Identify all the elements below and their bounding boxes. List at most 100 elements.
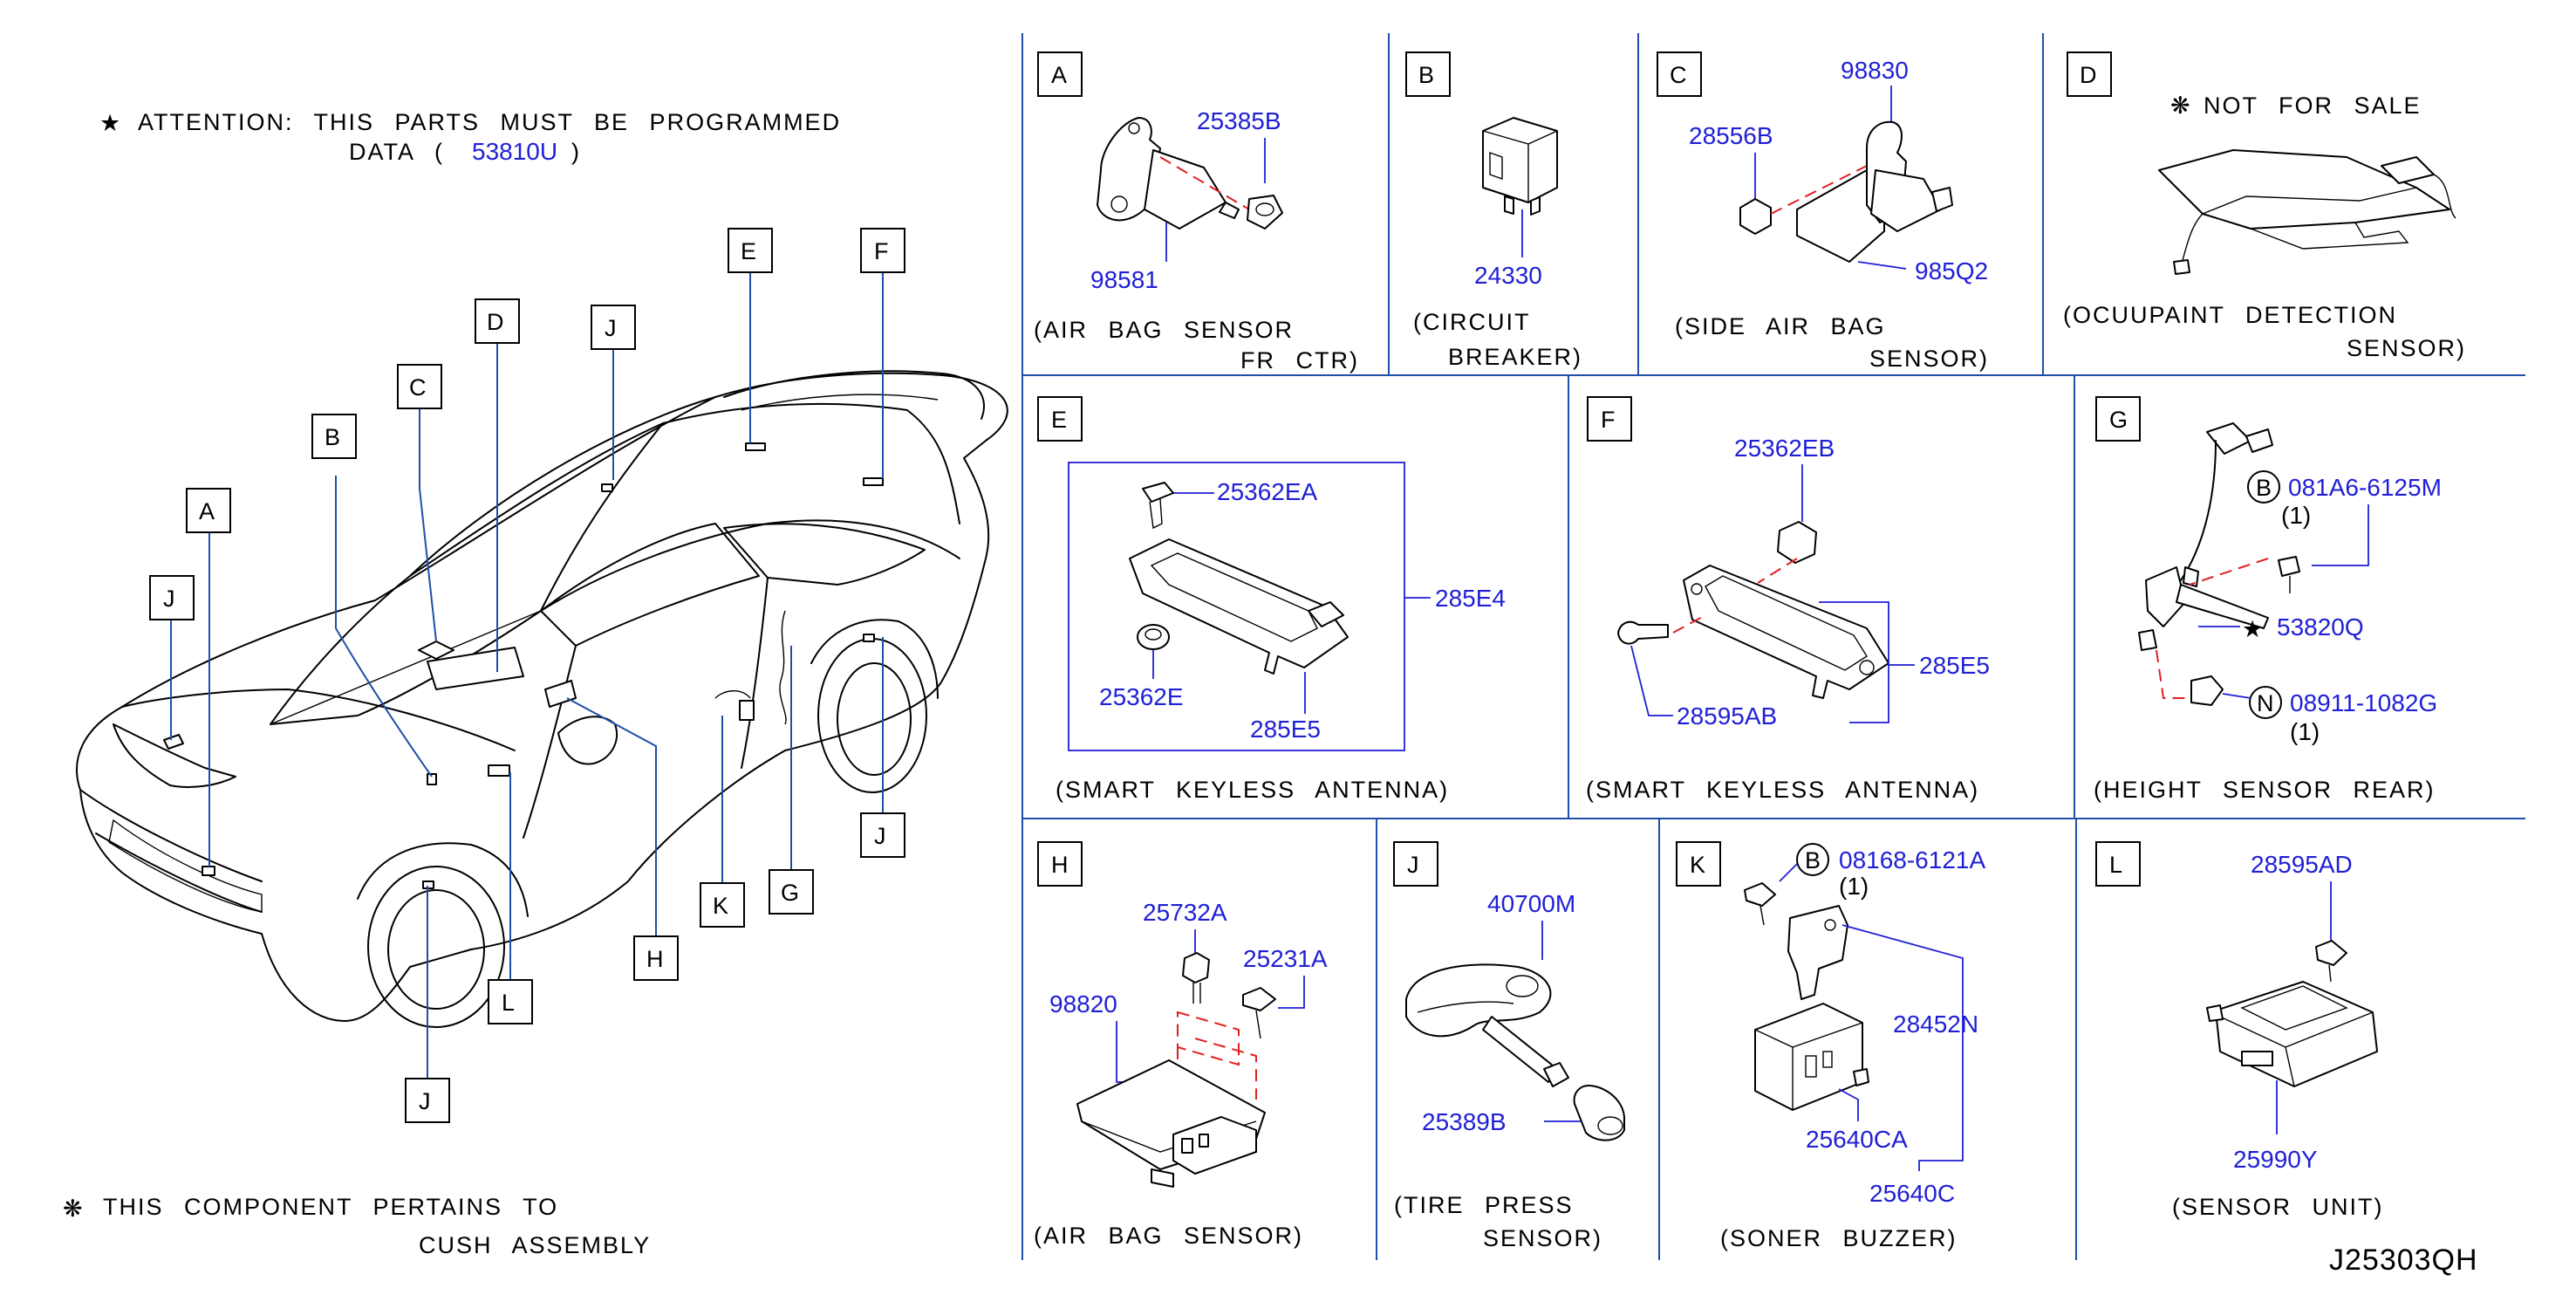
panel-B: B 24330 (CIRCUIT BREAKER)	[1405, 51, 1581, 370]
qty-08168: (1)	[1839, 873, 1869, 900]
circle-B-icon	[2247, 470, 2280, 504]
panel-A-caption2: FR CTR)	[1240, 347, 1359, 373]
panel-B-letter: B	[1418, 62, 1434, 88]
attention-line2-prefix: DATA (	[349, 139, 444, 165]
callout-B[interactable]: B	[311, 414, 357, 459]
part-28556B[interactable]: 28556B	[1689, 122, 1773, 149]
panel-G: G B 081A6-6125M (1) ★ 53820Q N 08911-108…	[2094, 396, 2442, 803]
part-25732A[interactable]: 25732A	[1143, 899, 1227, 926]
car-illustration	[76, 370, 1008, 1028]
svg-text:G: G	[781, 880, 799, 906]
panel-F-caption1: (SMART KEYLESS ANTENNA)	[1586, 777, 1979, 803]
panel-H: H 25732A 25231A 98820 (AIR BAG SENSOR)	[1034, 841, 1328, 1249]
part-98581[interactable]: 98581	[1090, 266, 1158, 293]
panel-J-letter: J	[1407, 852, 1419, 878]
panel-F-letter: F	[1601, 407, 1616, 433]
part-24330[interactable]: 24330	[1474, 262, 1542, 289]
part-08911-1082G[interactable]: 08911-1082G	[2290, 689, 2437, 716]
callout-D[interactable]: D	[475, 298, 520, 344]
panel-K-letter: K	[1690, 852, 1705, 878]
svg-text:D: D	[487, 309, 504, 335]
panel-A: A 25385B 98581 (AIR BAG SENSOR FR CTR)	[1034, 51, 1359, 373]
panel-H-letter: H	[1051, 852, 1069, 878]
circle-N-icon	[2249, 686, 2282, 719]
svg-text:J: J	[605, 315, 617, 341]
panel-G-caption1: (HEIGHT SENSOR REAR)	[2094, 777, 2436, 803]
part-285E5-F[interactable]: 285E5	[1919, 652, 1990, 679]
drawing-code: J25303QH	[2329, 1244, 2478, 1277]
callout-A[interactable]: A	[186, 488, 231, 533]
panel-K-caption1: (SONER BUZZER)	[1720, 1225, 1958, 1251]
part-081A6-6125M[interactable]: 081A6-6125M	[2288, 474, 2442, 501]
star-icon: ★	[2242, 616, 2263, 642]
qty-08911: (1)	[2290, 718, 2320, 745]
asterisk-icon: ❋	[63, 1196, 83, 1222]
part-25990Y[interactable]: 25990Y	[2233, 1146, 2318, 1173]
part-25385B[interactable]: 25385B	[1197, 107, 1281, 134]
callout-J-wheel[interactable]: J	[405, 1078, 450, 1123]
part-25640C[interactable]: 25640C	[1869, 1180, 1955, 1207]
panel-J-caption2: SENSOR)	[1483, 1225, 1602, 1251]
star-icon: ★	[99, 110, 120, 136]
part-285E5-E[interactable]: 285E5	[1250, 716, 1321, 743]
panel-D-letter: D	[2080, 62, 2097, 88]
qty-081A6: (1)	[2281, 502, 2311, 529]
callout-H[interactable]: H	[633, 935, 679, 981]
part-25389B[interactable]: 25389B	[1422, 1108, 1507, 1135]
svg-text:E: E	[741, 238, 756, 264]
panel-L-caption1: (SENSOR UNIT)	[2172, 1194, 2384, 1220]
svg-text:J: J	[419, 1088, 431, 1114]
svg-text:F: F	[874, 238, 889, 264]
part-53820Q[interactable]: 53820Q	[2277, 613, 2364, 641]
asterisk-icon: ❋	[2170, 92, 2190, 119]
callout-E[interactable]: E	[728, 228, 773, 273]
part-40700M[interactable]: 40700M	[1487, 890, 1575, 917]
part-285E4[interactable]: 285E4	[1435, 585, 1506, 612]
callout-J-front[interactable]: J	[149, 575, 195, 620]
svg-text:B: B	[1805, 847, 1821, 874]
part-08168-6121A[interactable]: 08168-6121A	[1839, 846, 1985, 874]
part-28452N[interactable]: 28452N	[1893, 1011, 1978, 1038]
callout-F[interactable]: F	[860, 228, 905, 273]
callout-L[interactable]: L	[488, 979, 533, 1024]
svg-text:C: C	[409, 374, 427, 401]
panel-grid	[1022, 33, 2525, 1260]
panel-K: K B 08168-6121A (1) 28452N 25640CA 25640…	[1676, 841, 1985, 1251]
svg-text:H: H	[646, 946, 664, 972]
part-985Q2[interactable]: 985Q2	[1915, 257, 1988, 284]
panel-G-letter: G	[2109, 407, 2128, 433]
svg-text:L: L	[502, 990, 515, 1016]
attention-line2-suffix: )	[571, 139, 581, 165]
svg-text:A: A	[199, 498, 215, 524]
car-leader-lines	[170, 272, 884, 1079]
car-callouts: A J B C D J E F J K G H L J	[149, 228, 905, 1123]
part-25362EA[interactable]: 25362EA	[1217, 478, 1318, 505]
component-note: ❋ THIS COMPONENT PERTAINS TO CUSH ASSEMB…	[63, 1194, 649, 1258]
callout-C[interactable]: C	[397, 364, 442, 409]
panel-D-note: NOT FOR SALE	[2204, 92, 2422, 119]
callout-K[interactable]: K	[700, 882, 745, 928]
part-25362E[interactable]: 25362E	[1099, 683, 1184, 710]
panel-C-caption1: (SIDE AIR BAG	[1675, 313, 1886, 339]
attention-note: ★ ATTENTION: THIS PARTS MUST BE PROGRAMM…	[99, 109, 841, 165]
panel-D: D ❋ NOT FOR SALE (OCUUPAINT DETECTION SE…	[2063, 51, 2464, 361]
part-98820[interactable]: 98820	[1049, 990, 1117, 1018]
part-25362EB[interactable]: 25362EB	[1734, 435, 1835, 462]
part-28595AB[interactable]: 28595AB	[1677, 702, 1777, 730]
attention-part-number[interactable]: 53810U	[472, 138, 557, 165]
part-25640CA[interactable]: 25640CA	[1806, 1126, 1908, 1153]
part-25231A[interactable]: 25231A	[1243, 945, 1328, 972]
panel-E-caption1: (SMART KEYLESS ANTENNA)	[1056, 777, 1449, 803]
svg-text:N: N	[2257, 690, 2274, 716]
svg-text:K: K	[713, 893, 728, 919]
callout-J-roof[interactable]: J	[591, 305, 636, 350]
callout-J-rear[interactable]: J	[860, 812, 905, 858]
panel-D-caption1: (OCUUPAINT DETECTION	[2063, 302, 2397, 328]
panel-L: L 28595AD 25990Y (SENSOR UNIT)	[2095, 841, 2384, 1220]
part-98830[interactable]: 98830	[1841, 57, 1909, 84]
panel-H-caption1: (AIR BAG SENSOR)	[1034, 1223, 1303, 1249]
callout-G[interactable]: G	[769, 869, 814, 915]
attention-line1: ATTENTION: THIS PARTS MUST BE PROGRAMMED	[138, 109, 841, 135]
part-28595AD[interactable]: 28595AD	[2251, 851, 2353, 878]
panel-F: F 25362EB 285E5 28595AB (SMART KEYLESS A…	[1586, 396, 1990, 803]
